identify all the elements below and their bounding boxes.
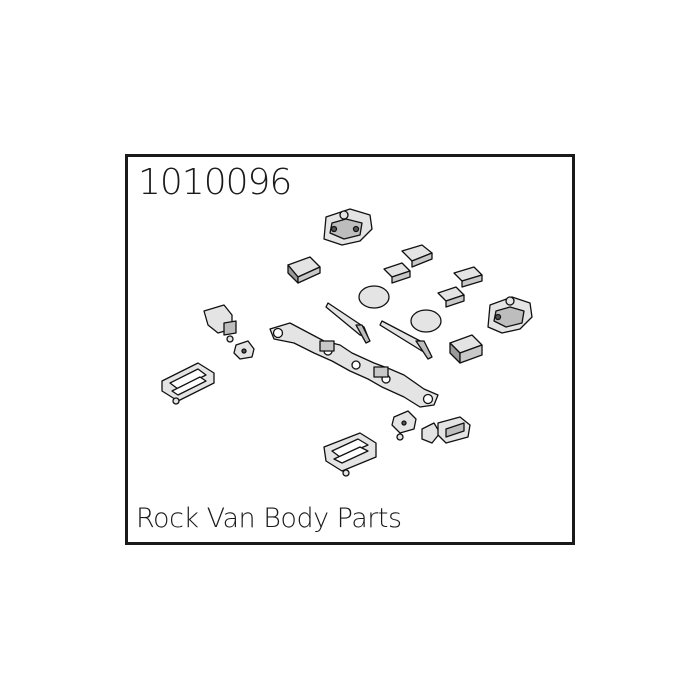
wiper-right bbox=[379, 320, 433, 360]
wiper-left bbox=[325, 302, 371, 344]
light-lens-3 bbox=[383, 262, 411, 284]
round-mirror-left bbox=[358, 285, 390, 309]
product-name: Rock Van Body Parts bbox=[136, 503, 402, 534]
light-lens-1 bbox=[287, 256, 321, 284]
light-lens-4 bbox=[453, 266, 483, 288]
door-hinge-left bbox=[203, 304, 237, 343]
parts-illustration bbox=[161, 208, 533, 477]
door-handle-left bbox=[161, 362, 215, 405]
door-hinge-bottom bbox=[421, 416, 471, 444]
light-lens-6 bbox=[449, 334, 483, 364]
small-clip-left bbox=[233, 340, 255, 360]
mirror-housing-top bbox=[323, 208, 373, 246]
mirror-housing-right bbox=[487, 296, 533, 334]
light-lens-5 bbox=[437, 286, 465, 308]
light-lens-2 bbox=[401, 244, 433, 268]
bumper-bracket bbox=[269, 322, 439, 408]
part-number: 1010096 bbox=[138, 162, 292, 203]
round-mirror-right bbox=[410, 309, 442, 333]
small-clip-bottom bbox=[391, 410, 417, 441]
product-frame: 1010096 bbox=[125, 154, 575, 545]
door-handle-bottom bbox=[323, 432, 377, 477]
